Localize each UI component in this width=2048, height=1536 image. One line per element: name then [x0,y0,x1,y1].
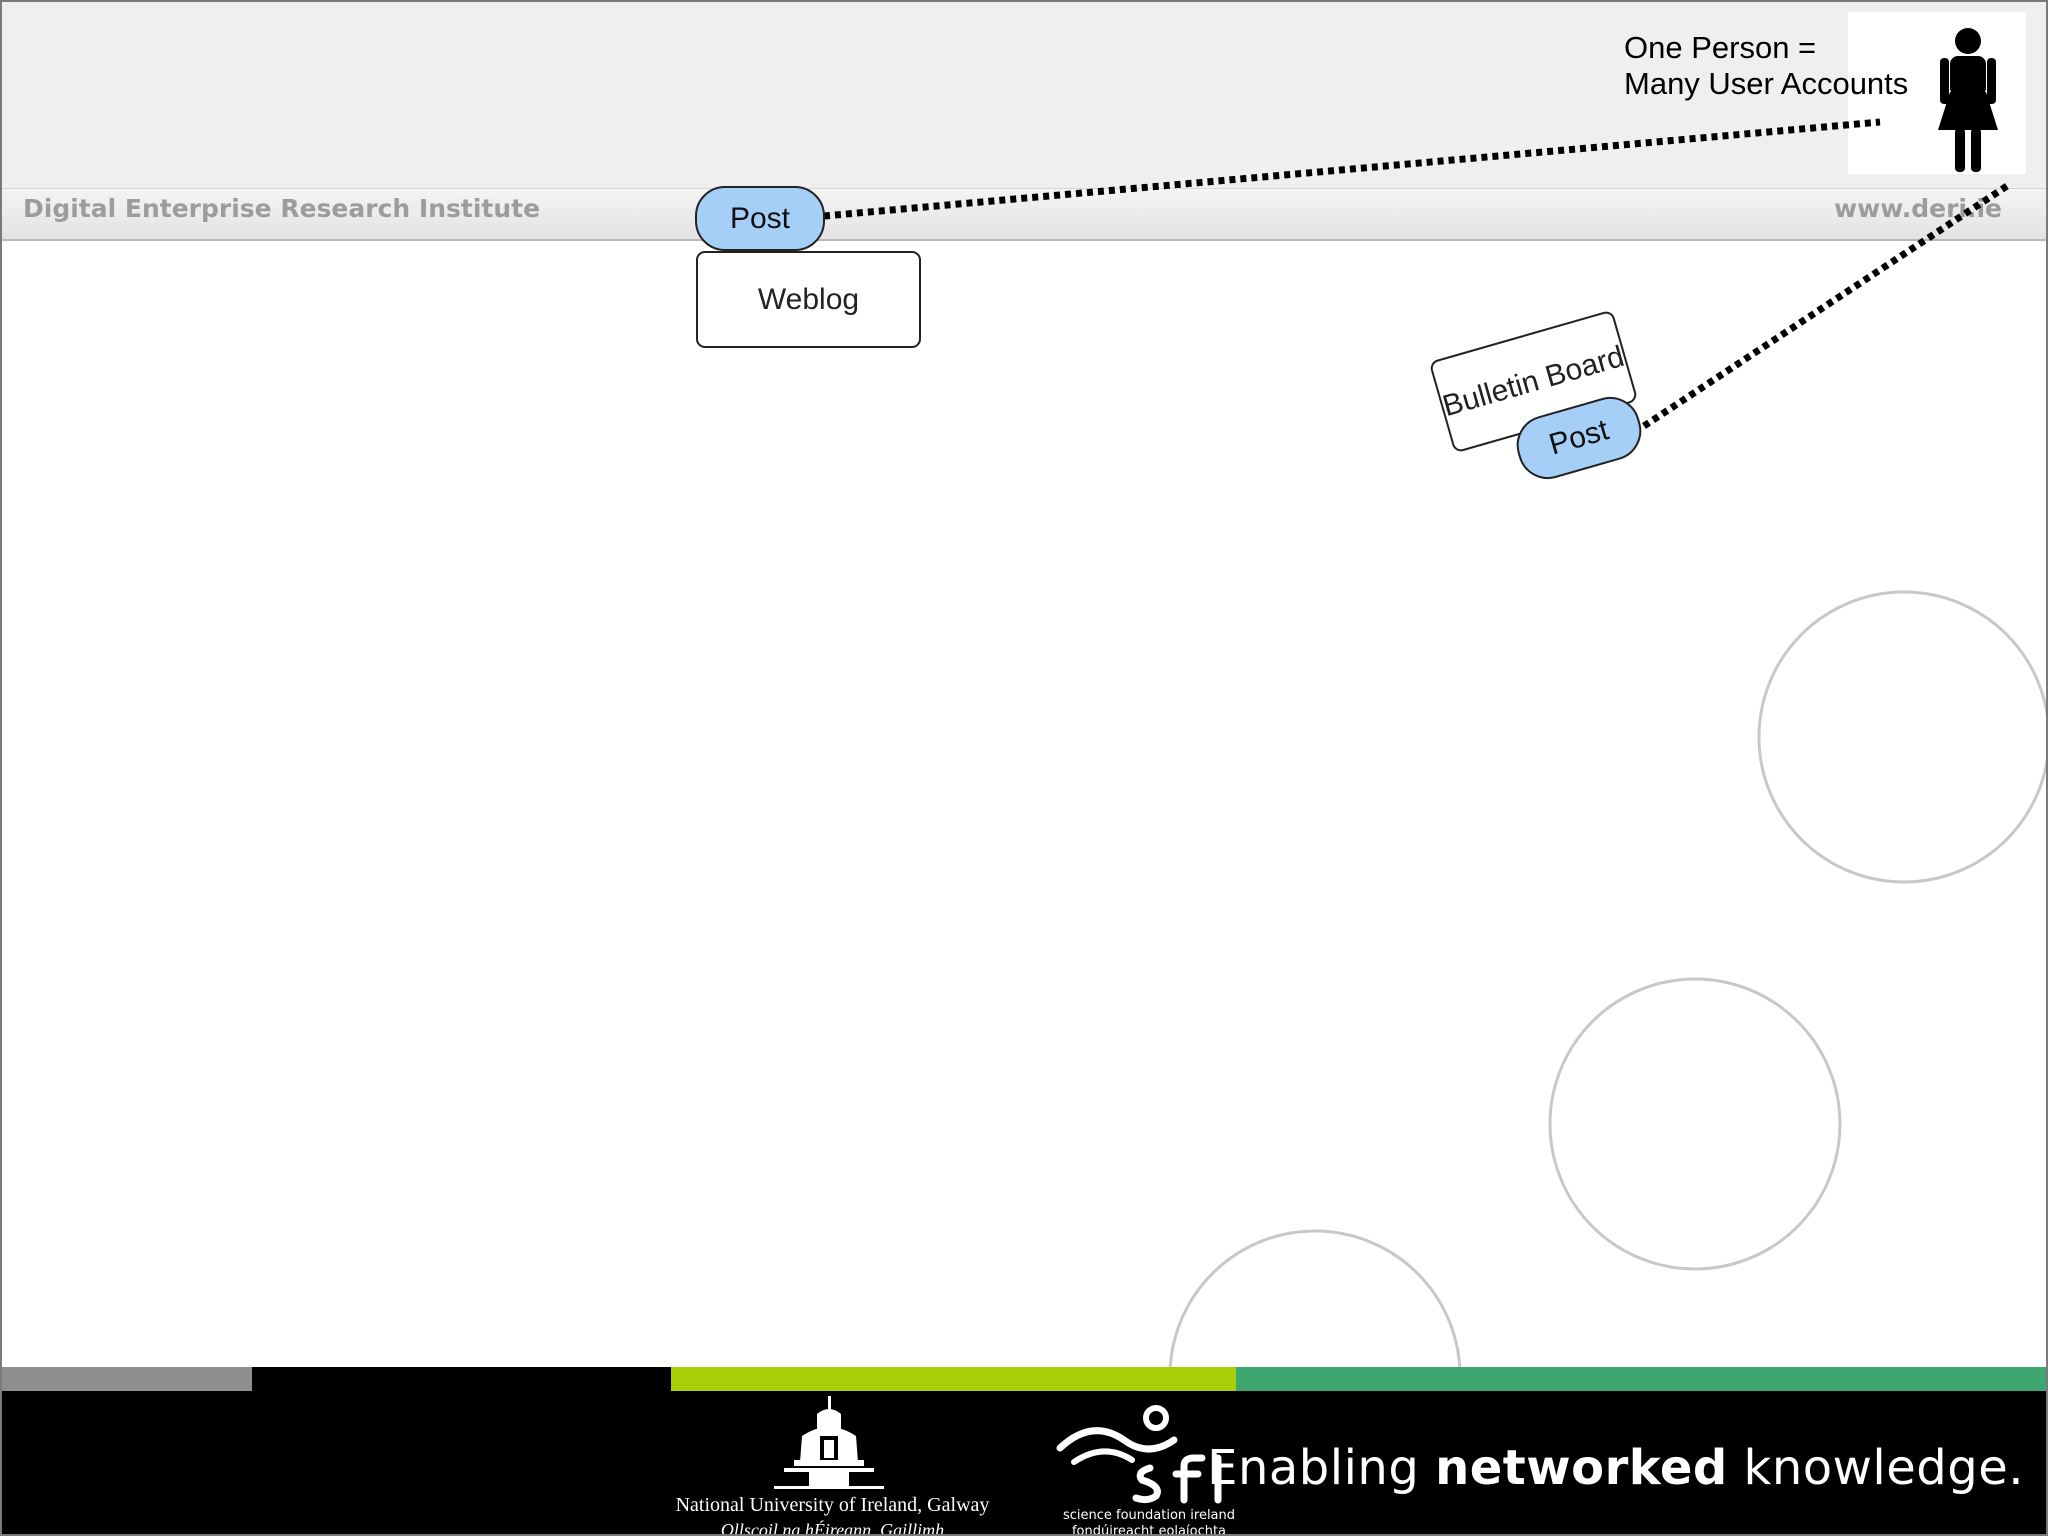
callout-line-1: One Person = [1624,30,1817,65]
bulletin-post-label: Post [1545,413,1613,462]
sfi-logo [1056,1405,1222,1504]
weblog-post-label: Post [729,201,791,235]
footer-stripe-black [252,1367,671,1391]
footer-stripe-lime [671,1367,1236,1391]
callout-line-2: Many User Accounts [1624,66,1909,101]
institute-name: Digital Enterprise Research Institute [23,194,541,223]
decorative-circle [1757,590,2046,884]
sfi-name: science foundation ireland [1062,1508,1236,1523]
footer [2,1391,2046,1534]
connector-line [1642,181,2012,429]
person-card [1848,12,2026,174]
tagline-part-2: knowledge. [1727,1440,2024,1496]
weblog-post-pill: Post [695,186,825,251]
tagline-bold: networked [1435,1440,1728,1496]
weblog-box: Weblog [696,251,921,348]
connector-line [823,118,1881,220]
callout-text: One Person = Many User Accounts [1624,30,1908,102]
footer-stripe-green [1236,1367,2046,1391]
nuig-name: National University of Ireland, Galway [675,1494,990,1516]
sfi-irish-name: fondúireacht eolaíochta éireann [1071,1524,1227,1536]
footer-stripe-gray [2,1367,252,1391]
website-url: www.deri.ie [1834,194,2002,223]
person-icon [1938,28,1998,172]
decorative-circle [1548,977,1842,1271]
weblog-label: Weblog [757,282,860,316]
tagline-part-1: Enabling [1207,1440,1436,1496]
nuig-irish-name: Ollscoil na hÉireann, Gaillimh [720,1520,945,1536]
tagline: Enabling networked knowledge. [1207,1440,2024,1496]
nuig-crest-logo [774,1396,884,1489]
